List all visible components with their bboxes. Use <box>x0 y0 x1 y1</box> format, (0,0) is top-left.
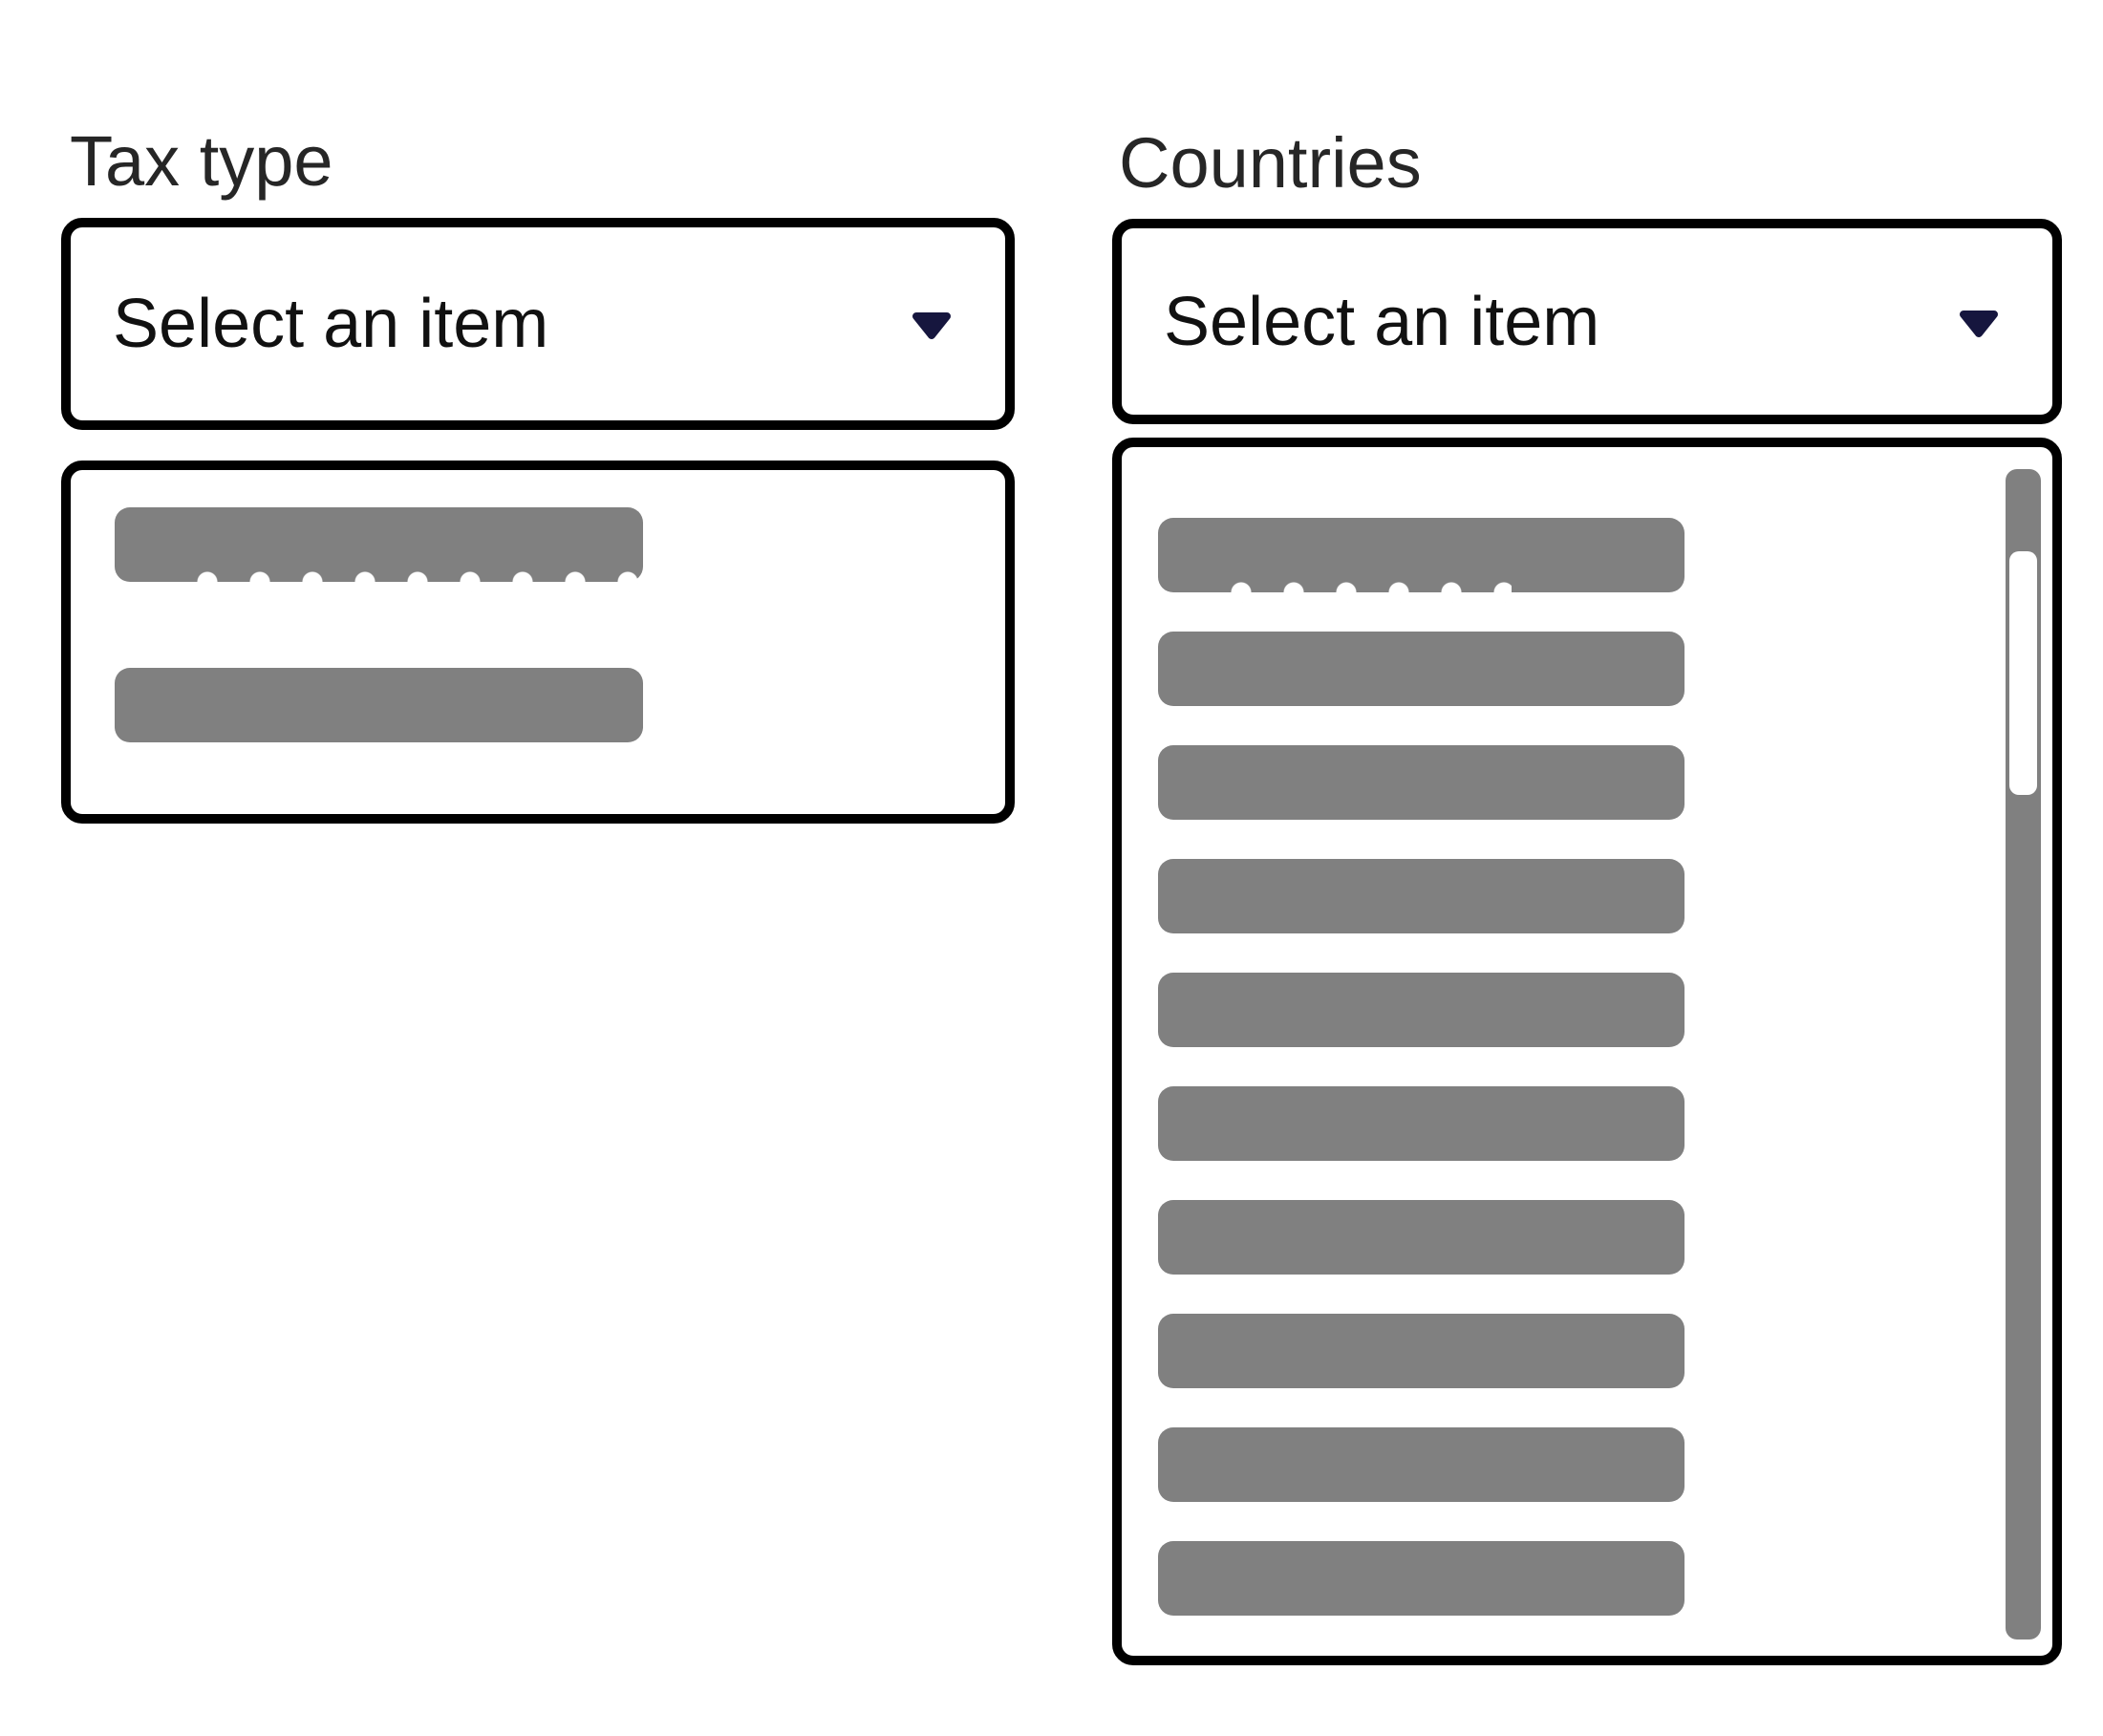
countries-combobox-value: Select an item <box>1164 283 1600 360</box>
tax-type-label: Tax type <box>70 121 333 201</box>
scrollbar-track[interactable] <box>2006 469 2041 1640</box>
skeleton-option-bar <box>115 668 643 742</box>
skeleton-option-bar <box>115 507 643 593</box>
skeleton-option-bar <box>1158 1200 1685 1275</box>
tax-type-skeleton-list <box>71 470 1005 814</box>
chevron-down-icon <box>910 311 954 340</box>
chevron-down-icon <box>1957 310 2001 338</box>
skeleton-option-bar <box>1158 1086 1685 1161</box>
countries-listbox[interactable] <box>1112 438 2062 1665</box>
skeleton-option-bar <box>1158 1314 1685 1388</box>
skeleton-option-bar <box>1158 973 1685 1047</box>
skeleton-option-bar <box>1158 1427 1685 1502</box>
countries-combobox[interactable]: Select an item <box>1112 219 2062 424</box>
skeleton-option-bar <box>1158 745 1685 820</box>
skeleton-option-bar <box>1158 1541 1685 1616</box>
tax-type-combobox-value: Select an item <box>113 286 549 362</box>
skeleton-option-bar <box>1158 518 1685 604</box>
scrollbar-thumb[interactable] <box>2009 551 2037 795</box>
countries-label: Countries <box>1119 123 1422 203</box>
countries-skeleton-list <box>1122 447 2052 1656</box>
skeleton-option-bar <box>1158 859 1685 933</box>
tax-type-combobox[interactable]: Select an item <box>61 218 1015 430</box>
skeleton-option-bar <box>1158 632 1685 706</box>
tax-type-listbox[interactable] <box>61 461 1015 824</box>
